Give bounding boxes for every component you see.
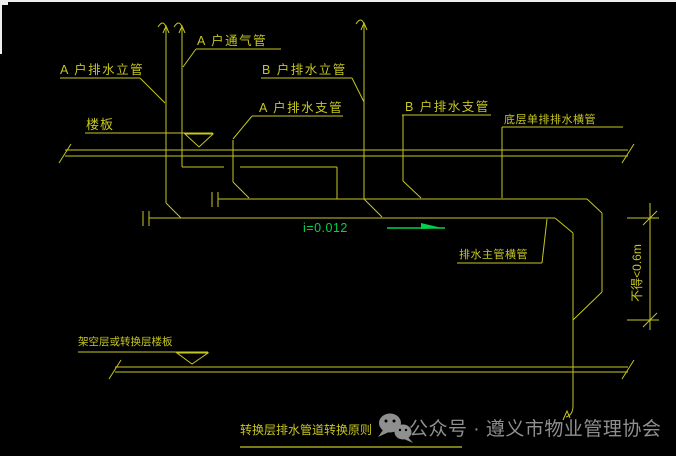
main-horizontal-label: 排水主管横管	[459, 247, 528, 261]
upper-floor-slab	[58, 143, 635, 164]
min-clearance-text: 不得<0.6m	[629, 244, 644, 302]
label-a-stack: A 户排水立管	[60, 62, 166, 104]
upper-slab-label: 楼板	[86, 117, 114, 132]
min-clearance-dimension: 不得<0.6m	[627, 203, 659, 330]
watermark-text: 公众号 · 遵义市物业管理协会	[409, 418, 661, 440]
label-a-branch: A 户排水支管	[232, 100, 343, 140]
page-edge	[0, 0, 676, 54]
main-collector-pipe	[142, 211, 555, 226]
watermark: 公众号 · 遵义市物业管理协会	[378, 413, 661, 443]
label-upper-slab: 楼板	[85, 117, 215, 148]
lower-slab-label: 架空层或转换层楼板	[78, 335, 173, 348]
label-b-stack: B 户排水立管	[261, 62, 365, 103]
label-lower-slab: 架空层或转换层楼板	[78, 335, 210, 365]
b-branch-label: B 户排水支管	[405, 99, 490, 114]
a-vent-label: A 户通气管	[197, 33, 267, 48]
b-stack-label: B 户排水立管	[262, 62, 347, 77]
title-text: 转换层排水管道转换原则	[240, 422, 372, 437]
lower-floor-slab	[108, 359, 635, 380]
a-drain-stack-pipe	[157, 22, 182, 219]
a-branch-pipe	[232, 140, 250, 199]
bottom-horizontal-label: 底层单排排水横管	[504, 112, 596, 126]
drawing-title: 转换层排水管道转换原则	[240, 422, 462, 448]
level-triangle	[183, 133, 215, 148]
a-branch-label: A 户排水支管	[259, 100, 343, 115]
branch-collector-pipe	[211, 192, 587, 207]
label-b-branch: B 户排水支管	[402, 99, 491, 116]
a-stack-label: A 户排水立管	[60, 62, 144, 77]
slope-value: i=0.012	[303, 221, 348, 235]
main-drop-pipe	[554, 198, 603, 421]
a-vent-pipe	[173, 22, 338, 199]
b-drain-stack-pipe	[355, 19, 383, 218]
label-bottom-horizontal: 底层单排排水横管	[501, 112, 623, 198]
label-main-horizontal: 排水主管横管	[457, 218, 548, 264]
wechat-icon	[378, 413, 413, 443]
label-a-vent: A 户通气管	[182, 33, 281, 68]
b-branch-pipe	[402, 115, 422, 199]
level-triangle	[175, 352, 210, 365]
slope-annotation: i=0.012	[303, 221, 445, 235]
